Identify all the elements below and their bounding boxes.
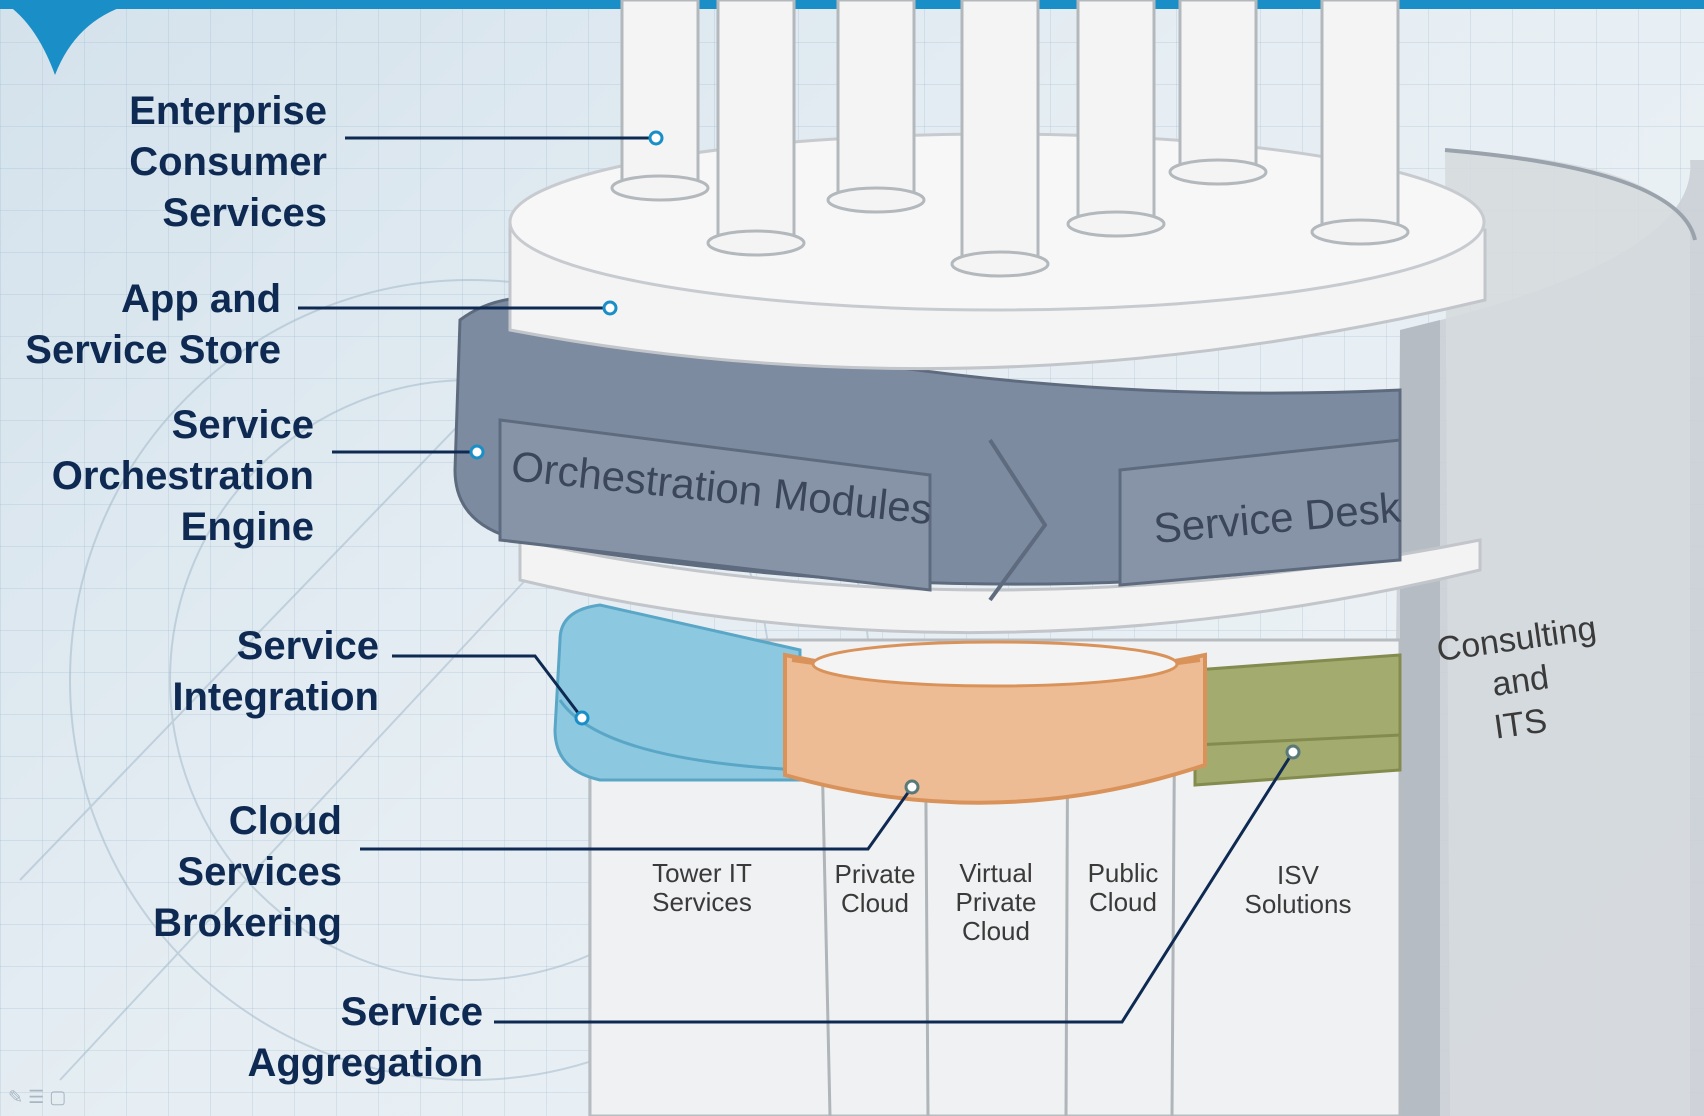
aggregation-ring — [1193, 653, 1402, 787]
app-service-store-label: App and Service Store — [25, 274, 281, 376]
private-col-label-2: Cloud — [841, 888, 909, 918]
faint-toolbar-icons: ✎ ☰ ▢ — [8, 1087, 67, 1107]
integration-ring — [553, 603, 802, 782]
public-col-label-1: Public — [1088, 858, 1159, 888]
consulting-label-2: and — [1490, 658, 1551, 704]
label-line: Cloud — [228, 799, 342, 843]
orchestration-ring — [453, 296, 1402, 602]
corner-tab — [0, 0, 150, 75]
leader-lines — [298, 136, 1295, 1024]
label-line: Brokering — [153, 901, 342, 945]
tower-col-label-1: Tower IT — [652, 858, 752, 888]
label-line: Engine — [180, 505, 314, 549]
label-line: Services — [162, 191, 327, 235]
label-line: Consumer — [129, 140, 327, 184]
label-line: Aggregation — [247, 1041, 483, 1085]
consulting-shell — [1390, 148, 1704, 1116]
label-line: Enterprise — [129, 89, 327, 133]
service-aggregation-label: Service Aggregation — [247, 987, 483, 1089]
isv-col-label-2: Solutions — [1245, 889, 1352, 919]
label-line: Service — [340, 990, 483, 1034]
label-line: App and — [121, 277, 281, 321]
label-line: Orchestration — [51, 454, 314, 498]
tower-col-label-2: Services — [652, 887, 752, 917]
virtual-col-label-1: Virtual — [959, 858, 1032, 888]
brokering-ring — [783, 640, 1207, 805]
consumer-service-pillars — [610, 0, 1410, 278]
label-line: Service Store — [25, 328, 281, 372]
label-line: Integration — [172, 675, 379, 719]
label-line: Service — [171, 403, 314, 447]
service-integration-label: Service Integration — [172, 621, 379, 723]
virtual-col-label-2: Private — [956, 887, 1037, 917]
label-line: Services — [177, 850, 342, 894]
isv-col-label-1: ISV — [1277, 860, 1320, 890]
lower-rim — [518, 538, 1482, 635]
consulting-label-3: ITS — [1492, 702, 1550, 747]
enterprise-consumer-services-label: Enterprise Consumer Services — [129, 86, 327, 239]
leader-dots — [469, 130, 1301, 795]
label-line: Service — [236, 624, 379, 668]
private-col-label-1: Private — [835, 859, 916, 889]
virtual-col-label-3: Cloud — [962, 916, 1030, 946]
service-orchestration-engine-label: Service Orchestration Engine — [52, 400, 314, 553]
cloud-services-brokering-label: Cloud Services Brokering — [153, 796, 342, 949]
public-col-label-2: Cloud — [1089, 887, 1157, 917]
